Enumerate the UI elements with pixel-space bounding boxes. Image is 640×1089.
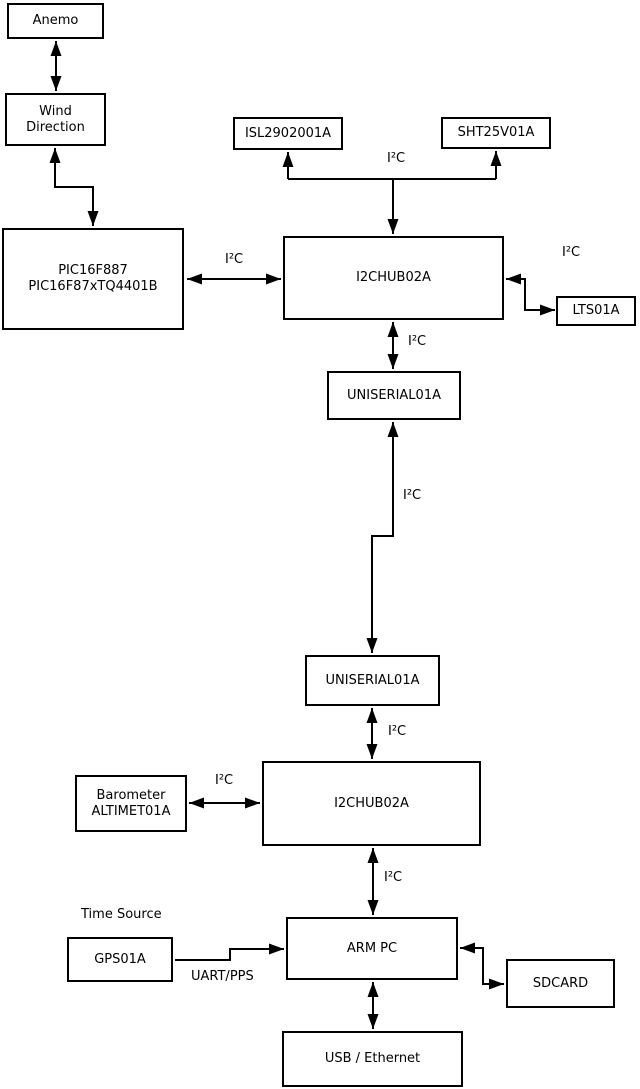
node-barometer-altimet01a: Barometer ALTIMET01A	[75, 775, 187, 832]
node-wind-direction-line2: Direction	[26, 119, 85, 135]
edge-label-i2c-hub1-sensors: I²C	[387, 151, 406, 166]
node-wind-direction: Wind Direction	[5, 93, 106, 146]
node-sdcard-label: SDCARD	[532, 975, 589, 991]
node-gps01a-label: GPS01A	[94, 951, 146, 967]
edge-label-uart-pps: UART/PPS	[191, 969, 254, 984]
edge-label-i2c-uniserial-link: I²C	[403, 488, 422, 503]
edge-label-i2c-hub2-armpc: I²C	[384, 870, 403, 885]
edge-label-i2c-hub1-lts: I²C	[562, 245, 581, 260]
node-isl2902001a: ISL2902001A	[233, 117, 343, 150]
node-barometer-line1: Barometer	[96, 787, 166, 803]
edge-label-i2c-pic-hub1: I²C	[225, 252, 244, 267]
node-pic16f887: PIC16F887 PIC16F87xTQ4401B	[2, 228, 184, 330]
node-pic16f887-line2: PIC16F87xTQ4401B	[28, 279, 158, 294]
node-sht25v01a: SHT25V01A	[441, 117, 551, 149]
node-gps01a: GPS01A	[67, 937, 173, 982]
node-i2chub02a-1-label: I2CHUB02A	[356, 270, 431, 285]
node-uniserial01a-2-label: UNISERIAL01A	[325, 672, 420, 688]
node-sht25v01a-label: SHT25V01A	[457, 125, 535, 140]
node-usb-ethernet-label: USB / Ethernet	[324, 1051, 421, 1066]
node-isl2902001a-label: ISL2902001A	[244, 125, 332, 141]
edge-label-time-source: Time Source	[81, 907, 162, 922]
node-usb-ethernet: USB / Ethernet	[282, 1031, 463, 1087]
node-lts01a-label: LTS01A	[572, 303, 620, 318]
node-i2chub02a-2-label: I2CHUB02A	[334, 795, 409, 811]
node-arm-pc-label: ARM PC	[346, 940, 398, 956]
edge-label-i2c-barometer-hub2: I²C	[215, 773, 234, 788]
node-anemo-label: Anemo	[32, 13, 79, 28]
node-pic16f887-line1: PIC16F887	[58, 263, 128, 278]
node-lts01a: LTS01A	[556, 296, 636, 326]
node-arm-pc: ARM PC	[286, 917, 458, 980]
node-uniserial01a-2: UNISERIAL01A	[305, 655, 440, 706]
node-barometer-line2: ALTIMET01A	[91, 803, 171, 819]
node-i2chub02a-1: I2CHUB02A	[283, 236, 504, 320]
node-uniserial01a-1-label: UNISERIAL01A	[347, 387, 441, 403]
node-i2chub02a-2: I2CHUB02A	[262, 761, 481, 846]
edge-label-i2c-hub1-uniserial1: I²C	[408, 334, 427, 349]
node-uniserial01a-1: UNISERIAL01A	[327, 371, 461, 420]
node-sdcard: SDCARD	[506, 959, 615, 1008]
node-wind-direction-line1: Wind	[39, 103, 72, 119]
edge-label-i2c-uniserial2-hub2: I²C	[388, 724, 407, 739]
node-anemo: Anemo	[7, 3, 104, 39]
